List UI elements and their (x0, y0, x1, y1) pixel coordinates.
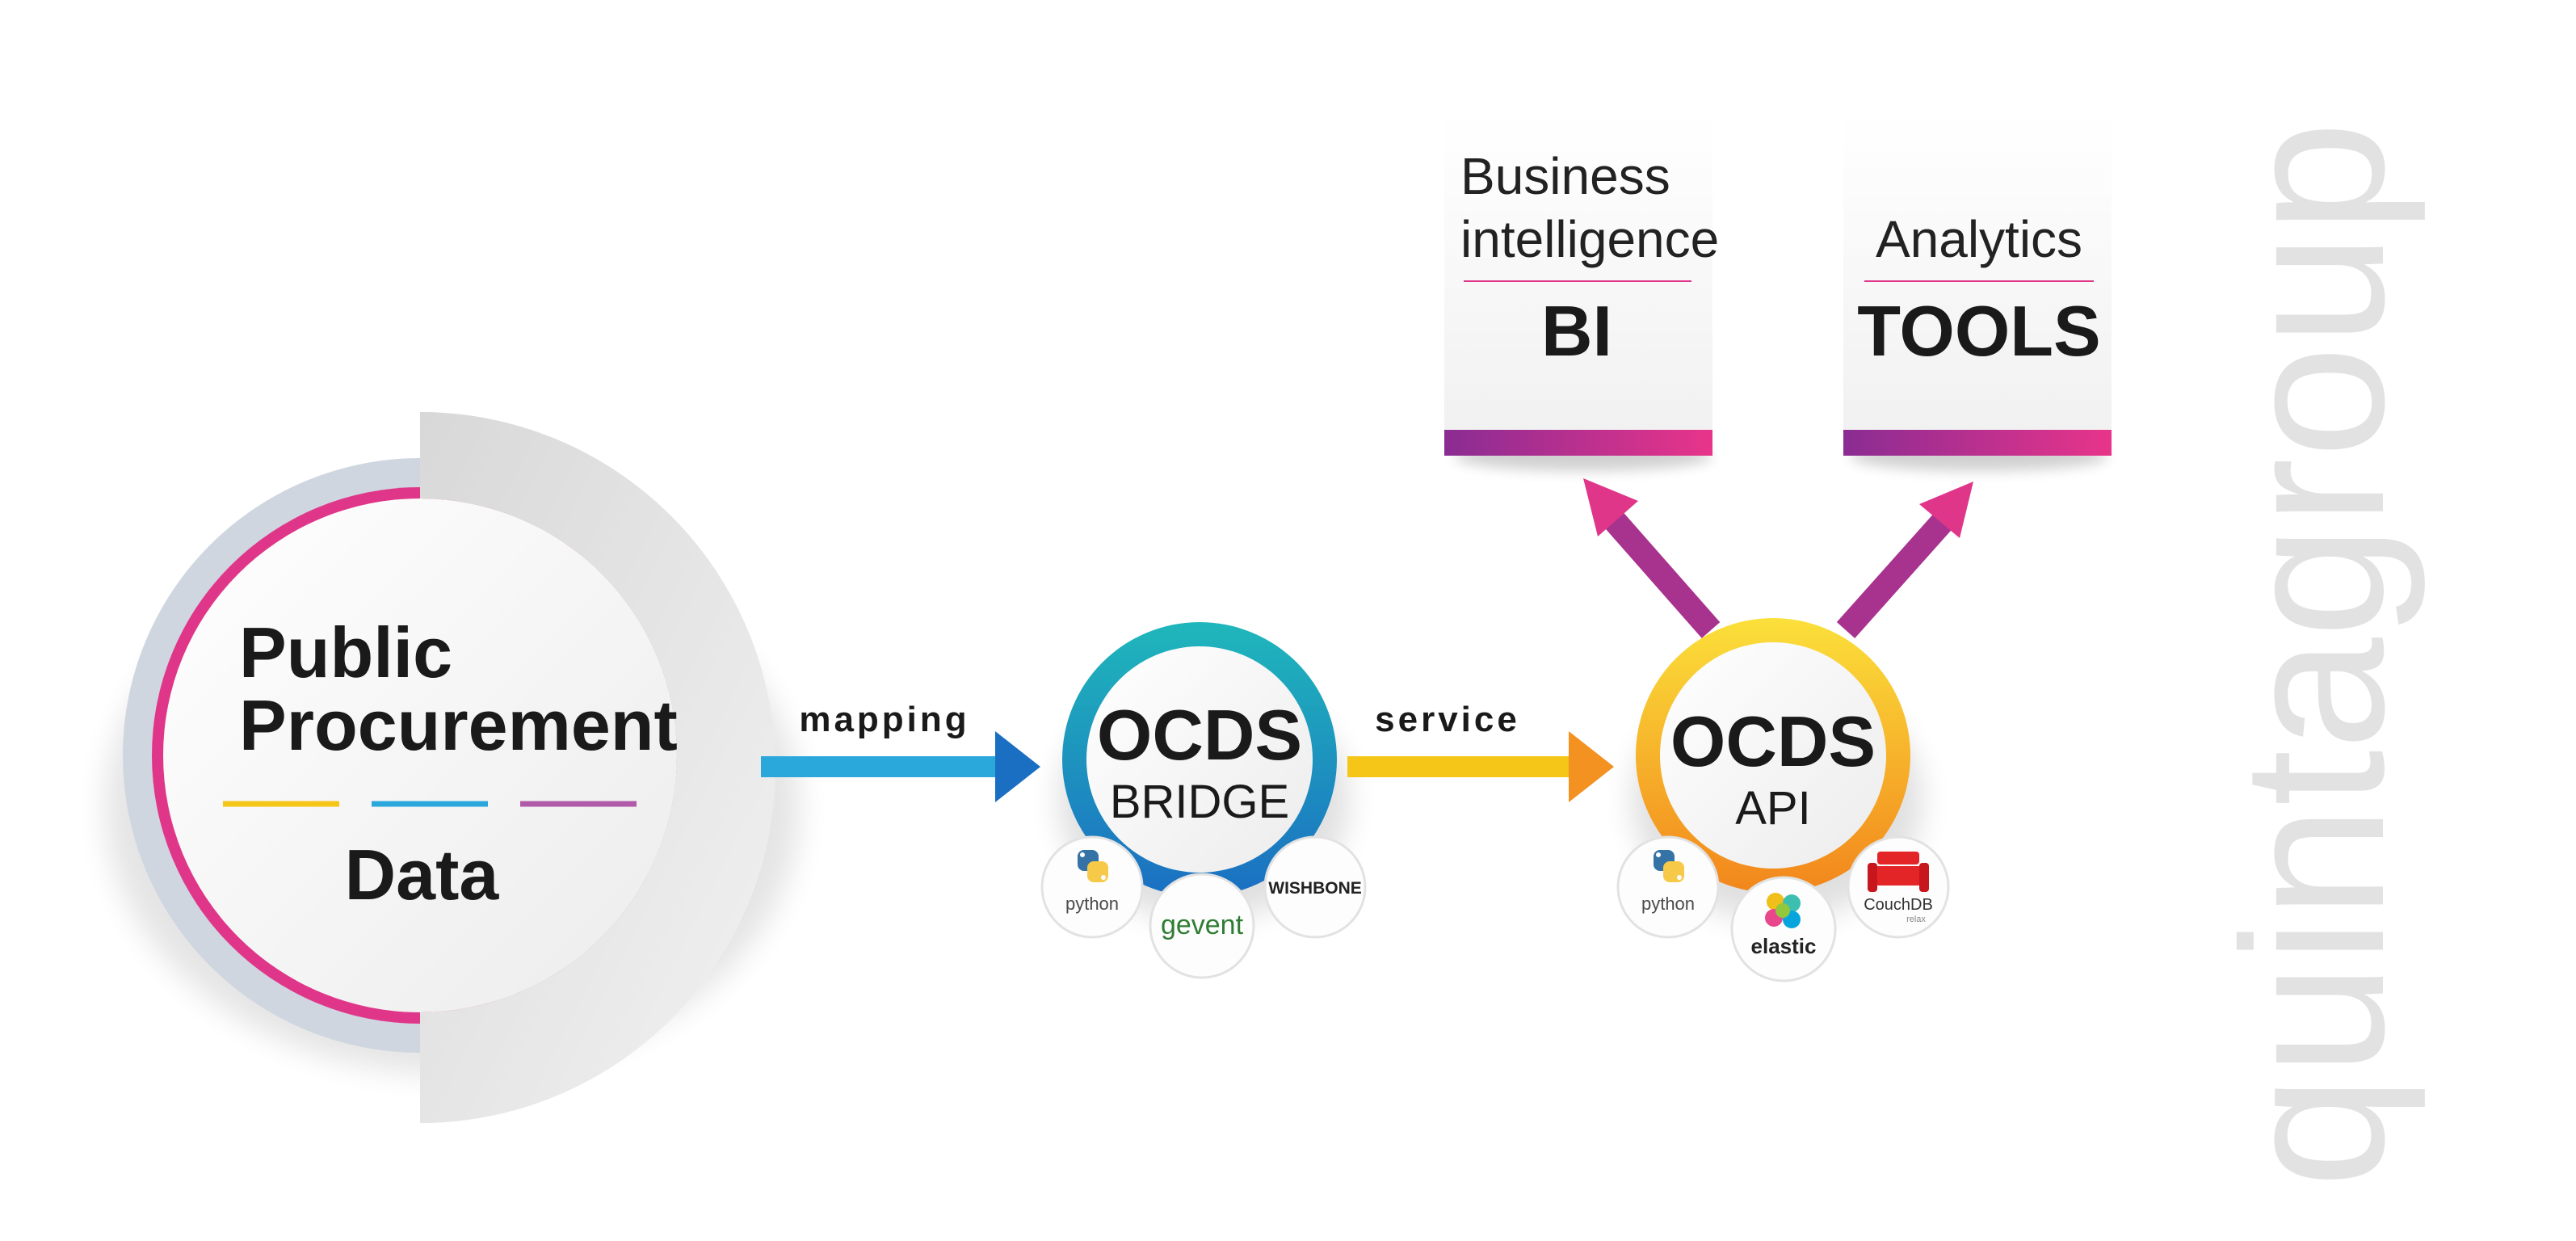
couchdb-badge: CouchDB relax (1847, 835, 1950, 939)
wishbone-badge: WISHBONE (1263, 835, 1367, 939)
api-python-label: python (1641, 894, 1695, 914)
couchdb-sublabel: relax (1906, 915, 1926, 924)
main-node-line1: Public (239, 612, 452, 692)
api-title: OCDS (1670, 701, 1876, 781)
elastic-badge: elastic (1730, 876, 1837, 982)
bridge-title: OCDS (1097, 695, 1302, 775)
bi-line2: intelligence (1460, 210, 1719, 268)
main-node-line3: Data (345, 835, 500, 915)
bridge-subtitle: BRIDGE (1110, 776, 1289, 828)
tools-line1: Analytics (1876, 210, 2082, 268)
wishbone-label: WISHBONE (1268, 879, 1362, 898)
api-to-tools-arrow (1836, 482, 1973, 638)
elastic-label: elastic (1751, 934, 1817, 958)
ocds-api-node: OCDS API python elastic (1616, 618, 1950, 982)
python-logo-icon (1078, 850, 1108, 882)
python-badge: python (1040, 835, 1144, 939)
api-to-bi-arrow (1583, 478, 1721, 638)
watermark: quintagroup (2200, 121, 2426, 1188)
elastic-logo-icon (1765, 893, 1801, 928)
gevent-label: gevent (1161, 910, 1244, 940)
mapping-label: mapping (799, 700, 969, 739)
service-arrow: service (1347, 700, 1614, 802)
python-logo-icon (1654, 850, 1684, 882)
couchdb-label: CouchDB (1864, 896, 1933, 914)
service-label: service (1375, 700, 1520, 739)
tools-card: Analytics TOOLS (1843, 113, 2112, 471)
mapping-arrow: mapping (761, 700, 1040, 802)
bi-card: Business intelligence BI (1444, 113, 1719, 471)
couchdb-logo-icon (1868, 852, 1929, 892)
tools-label: TOOLS (1857, 291, 2101, 371)
public-procurement-node: Public Procurement Data (105, 412, 800, 1123)
bi-label: BI (1541, 291, 1612, 371)
main-node-line2: Procurement (239, 685, 678, 765)
python-label: python (1065, 894, 1119, 914)
api-subtitle: API (1735, 782, 1811, 835)
gevent-badge: gevent (1149, 873, 1255, 979)
ocds-bridge-node: OCDS BRIDGE python gevent WISHBONE (1040, 622, 1367, 979)
bi-line1: Business (1460, 147, 1670, 205)
api-python-badge: python (1616, 835, 1720, 939)
